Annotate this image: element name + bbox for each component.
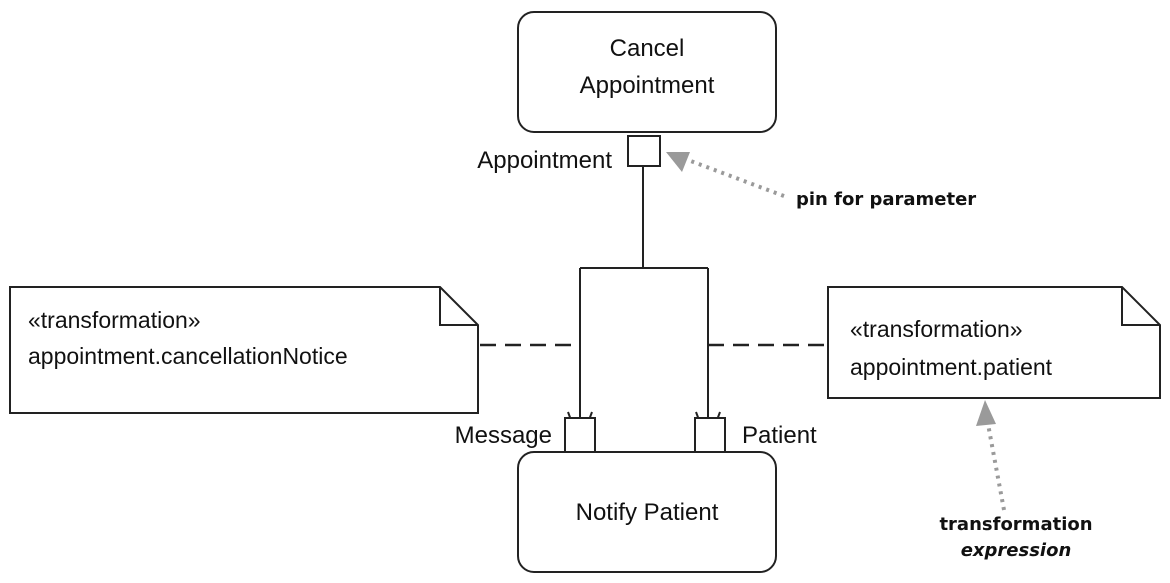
input-pin-patient-label: Patient xyxy=(742,422,817,449)
notify-patient-action[interactable]: Notify Patient xyxy=(517,451,777,573)
output-pin-appointment[interactable] xyxy=(627,135,661,167)
cancel-appointment-action[interactable]: Cancel Appointment xyxy=(517,11,777,133)
cancel-appointment-label-line1: Cancel xyxy=(610,35,685,62)
transformation-callout-arrow-line xyxy=(986,423,1006,511)
notify-patient-label: Notify Patient xyxy=(576,499,719,526)
transformation-callout-label-line1: transformation xyxy=(939,514,1092,535)
left-transformation-note[interactable]: «transformation» appointment.cancellatio… xyxy=(9,286,479,414)
right-note-expression: appointment.patient xyxy=(850,354,1053,380)
cancel-appointment-label-line2: Appointment xyxy=(580,72,715,99)
input-pin-message-label: Message xyxy=(455,422,552,449)
right-note-stereotype: «transformation» xyxy=(850,316,1023,342)
pin-callout-arrowhead xyxy=(666,152,690,172)
left-note-stereotype: «transformation» xyxy=(28,307,201,333)
input-pin-patient[interactable] xyxy=(694,417,726,453)
input-pin-message[interactable] xyxy=(564,417,596,453)
transformation-callout-label-line2: expression xyxy=(961,540,1072,561)
output-pin-appointment-label: Appointment xyxy=(477,147,612,174)
left-note-expression: appointment.cancellationNotice xyxy=(28,343,348,369)
pin-callout-arrow-line xyxy=(687,158,785,198)
right-transformation-note[interactable]: «transformation» appointment.patient xyxy=(827,286,1161,399)
transformation-callout-arrowhead xyxy=(976,400,996,426)
pin-callout-label: pin for parameter xyxy=(796,189,976,210)
